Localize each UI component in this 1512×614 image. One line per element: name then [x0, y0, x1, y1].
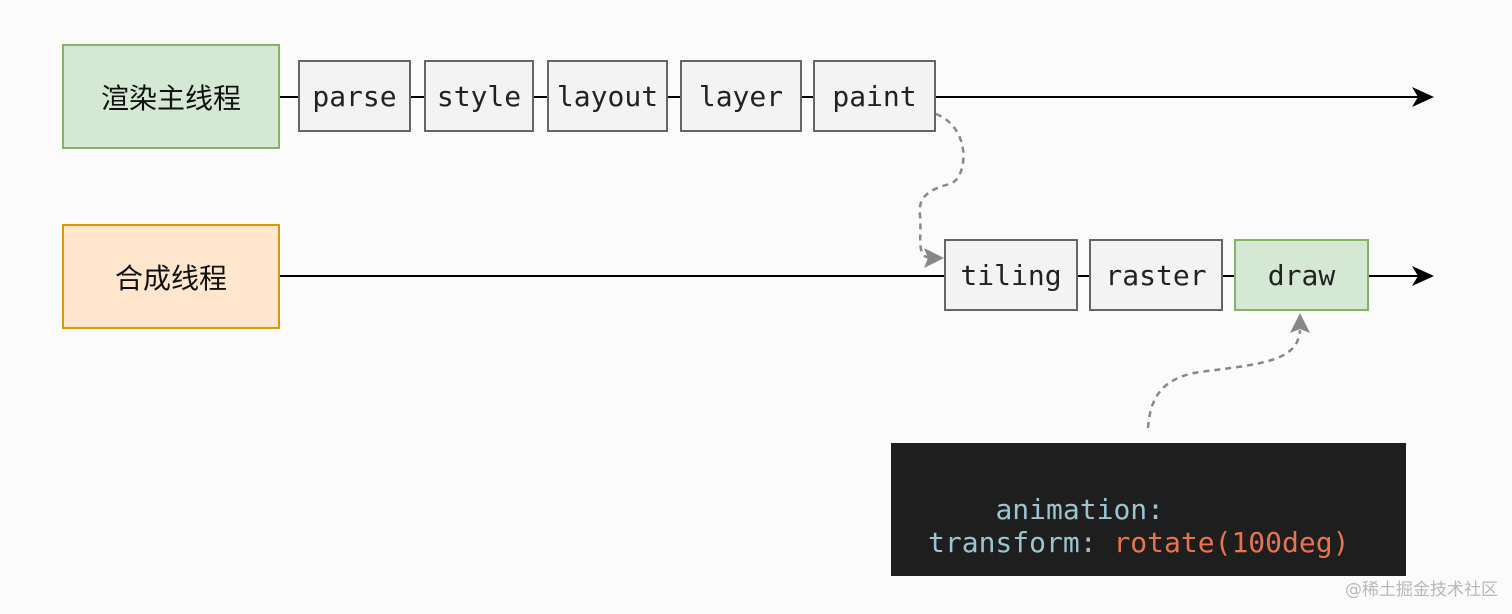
step-layout: layout	[547, 60, 668, 132]
code-transform-value: rotate(100deg)	[1113, 526, 1350, 559]
code-to-draw-arrowhead	[1290, 313, 1310, 333]
paint-to-tiling-connector	[918, 112, 965, 260]
step-parse: parse	[298, 60, 411, 132]
code-line-animation: animation:	[928, 460, 1164, 559]
step-layer: layer	[680, 60, 802, 132]
step-paint: paint	[813, 60, 936, 132]
main-timeline-arrowhead	[1412, 87, 1434, 107]
main-thread-box: 渲染主线程	[62, 44, 280, 149]
watermark: @稀土掘金技术社区	[1345, 580, 1498, 600]
code-animation-key: animation:	[995, 493, 1165, 526]
step-style: style	[424, 60, 534, 132]
code-to-draw-connector	[1146, 329, 1302, 429]
code-transform-key: transform:	[928, 526, 1097, 559]
step-raster: raster	[1089, 239, 1223, 311]
main-thread-label: 渲染主线程	[100, 81, 241, 115]
compositor-thread-label: 合成线程	[114, 261, 227, 295]
step-draw: draw	[1234, 239, 1369, 311]
css-code-panel: animation: transform: rotate(100deg)	[891, 443, 1406, 576]
code-line-transform: transform: rotate(100deg)	[928, 526, 1349, 559]
compositor-thread-box: 合成线程	[62, 224, 280, 329]
paint-to-tiling-arrowhead	[924, 248, 944, 268]
step-tiling: tiling	[944, 239, 1078, 311]
compositor-timeline-arrowhead	[1412, 266, 1434, 286]
